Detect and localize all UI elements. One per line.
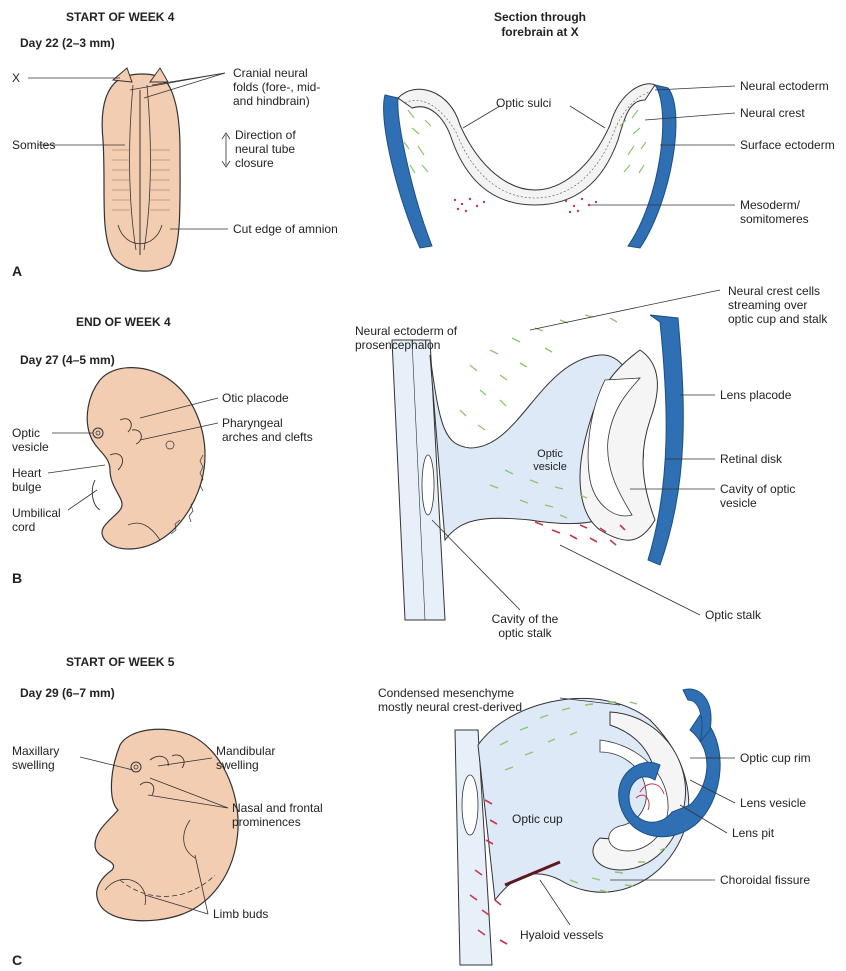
- label-cavity-stalk-1: Cavity of the: [470, 612, 580, 626]
- label-condensed-1: Condensed mesenchyme: [378, 686, 514, 700]
- label-direction-1: Direction of: [235, 128, 296, 142]
- label-limb-buds: Limb buds: [213, 907, 268, 921]
- embryo-day22: [102, 68, 180, 271]
- label-mesoderm-2: somitomeres: [740, 212, 809, 226]
- label-cranial-2: folds (fore-, mid-: [233, 80, 320, 94]
- label-optic-cup-rim: Optic cup rim: [740, 751, 811, 765]
- label-inner-optic-2: vesicle: [520, 460, 580, 474]
- label-neural-ectoderm: Neural ectoderm: [740, 79, 829, 93]
- panel-a-day: Day 22 (2–3 mm): [20, 36, 115, 50]
- label-optic-sulci: Optic sulci: [496, 96, 551, 110]
- label-nasal-1: Nasal and frontal: [232, 801, 323, 815]
- embryo-day27: [87, 368, 205, 549]
- panel-c-stage: START OF WEEK 5: [66, 655, 174, 669]
- label-mandibular-1: Mandibular: [216, 744, 275, 758]
- panel-letter-c: C: [12, 952, 22, 968]
- label-lens-pit: Lens pit: [732, 826, 774, 840]
- label-nasal-2: prominences: [232, 815, 301, 829]
- label-mesoderm-1: Mesoderm/: [740, 198, 800, 212]
- label-optic-vesicle-1: Optic: [12, 426, 40, 440]
- label-crest-stream-1: Neural crest cells: [728, 284, 820, 298]
- label-mandibular-2: swelling: [216, 758, 259, 772]
- label-crest-stream-3: optic cup and stalk: [728, 312, 827, 326]
- label-neural-ectoderm-pros-1: Neural ectoderm of: [355, 324, 457, 338]
- label-cranial-3: and hindbrain): [233, 94, 310, 108]
- label-cavity-vesicle-2: vesicle: [720, 496, 757, 510]
- label-optic-vesicle-2: vesicle: [12, 440, 49, 454]
- label-choroidal-fissure: Choroidal fissure: [720, 873, 810, 887]
- label-neural-ectoderm-pros-2: prosencephalon: [355, 338, 440, 352]
- label-otic-placode: Otic placode: [222, 391, 289, 405]
- label-condensed-2: mostly neural crest-derived: [378, 700, 522, 714]
- label-direction-3: closure: [235, 156, 274, 170]
- label-optic-cup: Optic cup: [512, 812, 563, 826]
- label-optic-stalk: Optic stalk: [705, 608, 761, 622]
- panel-b-stage: END OF WEEK 4: [76, 315, 171, 329]
- label-hyaloid-vessels: Hyaloid vessels: [520, 928, 603, 942]
- label-amnion: Cut edge of amnion: [233, 222, 338, 236]
- label-lens-placode: Lens placode: [720, 388, 791, 402]
- section-title-line2: forebrain at X: [470, 25, 610, 39]
- label-neural-crest: Neural crest: [740, 106, 805, 120]
- label-lens-vesicle: Lens vesicle: [740, 796, 806, 810]
- panel-letter-b: B: [12, 570, 22, 586]
- label-retinal-disk: Retinal disk: [720, 452, 782, 466]
- label-maxillary-1: Maxillary: [12, 744, 59, 758]
- label-surface-ectoderm: Surface ectoderm: [740, 138, 835, 152]
- label-direction-2: neural tube: [235, 142, 295, 156]
- label-inner-optic-1: Optic: [520, 447, 580, 461]
- label-umbilical-1: Umbilical: [12, 506, 61, 520]
- label-cavity-vesicle-1: Cavity of optic: [720, 482, 795, 496]
- panel-letter-a: A: [12, 263, 22, 279]
- label-x: X: [12, 71, 20, 85]
- label-umbilical-2: cord: [12, 520, 35, 534]
- label-heart-2: bulge: [12, 480, 41, 494]
- panel-b-day: Day 27 (4–5 mm): [20, 353, 115, 367]
- panel-a-stage: START OF WEEK 4: [66, 10, 174, 24]
- label-maxillary-2: swelling: [12, 758, 55, 772]
- label-pharyngeal-2: arches and clefts: [222, 430, 313, 444]
- label-cranial-1: Cranial neural: [233, 66, 308, 80]
- section-title-line1: Section through: [470, 10, 610, 24]
- label-crest-stream-2: streaming over: [728, 298, 807, 312]
- label-heart-1: Heart: [12, 466, 41, 480]
- label-pharyngeal-1: Pharyngeal: [222, 416, 283, 430]
- label-somites: Somites: [12, 138, 55, 152]
- label-cavity-stalk-2: optic stalk: [470, 626, 580, 640]
- panel-c-day: Day 29 (6–7 mm): [20, 686, 115, 700]
- optic-cup-section: [455, 689, 720, 965]
